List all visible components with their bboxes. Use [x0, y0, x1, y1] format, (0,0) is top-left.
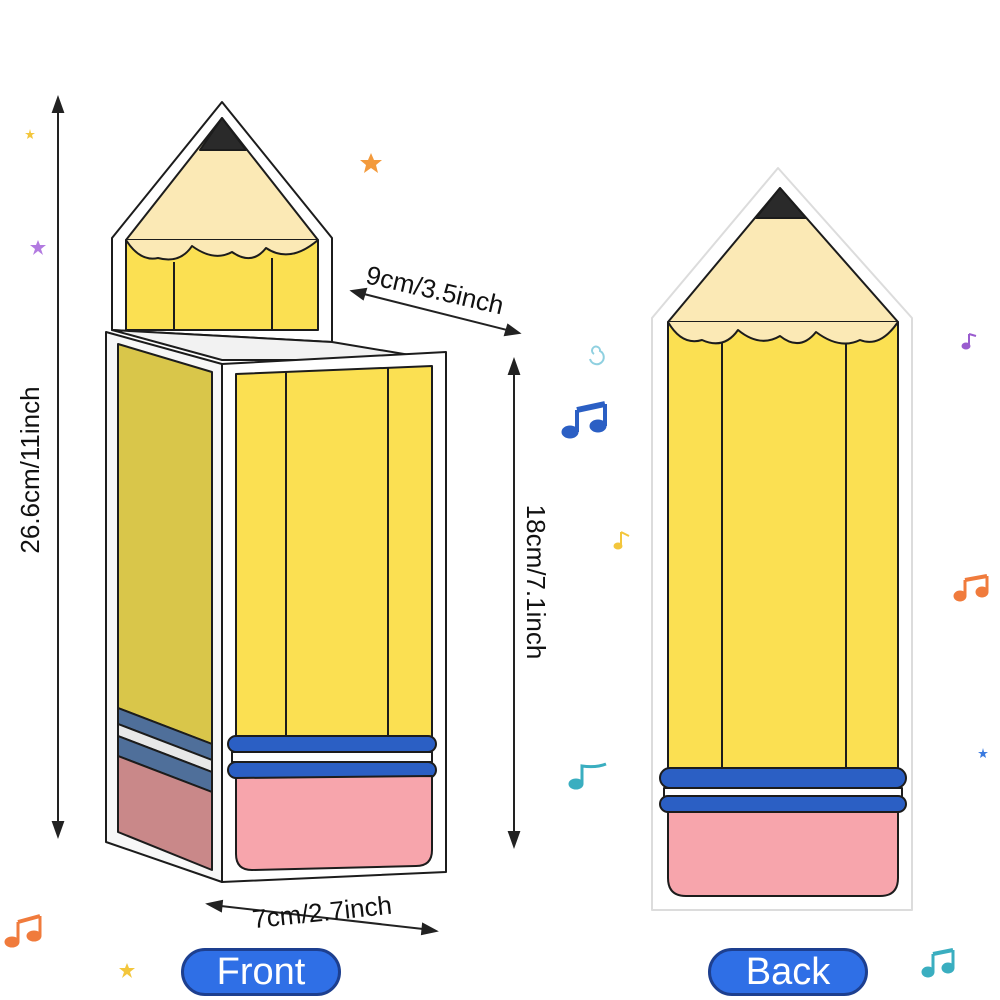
star-icon: [25, 129, 35, 139]
front-label: Front: [181, 948, 341, 996]
music-note-icon: [4, 914, 42, 948]
music-note-icon: [568, 762, 607, 790]
decorations: [4, 129, 989, 978]
music-note-icon: [961, 333, 977, 350]
back-band-top: [659, 767, 907, 789]
dimension-box-height: 18cm/7.1inch: [521, 504, 551, 660]
pencil-back: [651, 167, 913, 911]
back-label: Back: [708, 948, 868, 996]
star-icon: [360, 153, 382, 173]
music-note-icon: [613, 531, 630, 550]
dimension-total-height: 26.6cm/11inch: [15, 386, 45, 554]
back-eraser: [667, 811, 899, 897]
music-note-icon: [921, 948, 955, 978]
star-icon: [119, 963, 135, 978]
back-band-bottom: [659, 795, 907, 813]
star-icon: [978, 748, 988, 758]
back-pencil-body: [667, 321, 899, 775]
music-note-icon: [953, 574, 989, 602]
pencil-box-front: [105, 101, 447, 883]
back-pencil-graphite: [755, 187, 807, 219]
swirl-icon: [589, 345, 605, 366]
music-note-icon: [561, 401, 607, 439]
dimension-lines: [51, 95, 522, 936]
star-icon: [30, 240, 46, 255]
